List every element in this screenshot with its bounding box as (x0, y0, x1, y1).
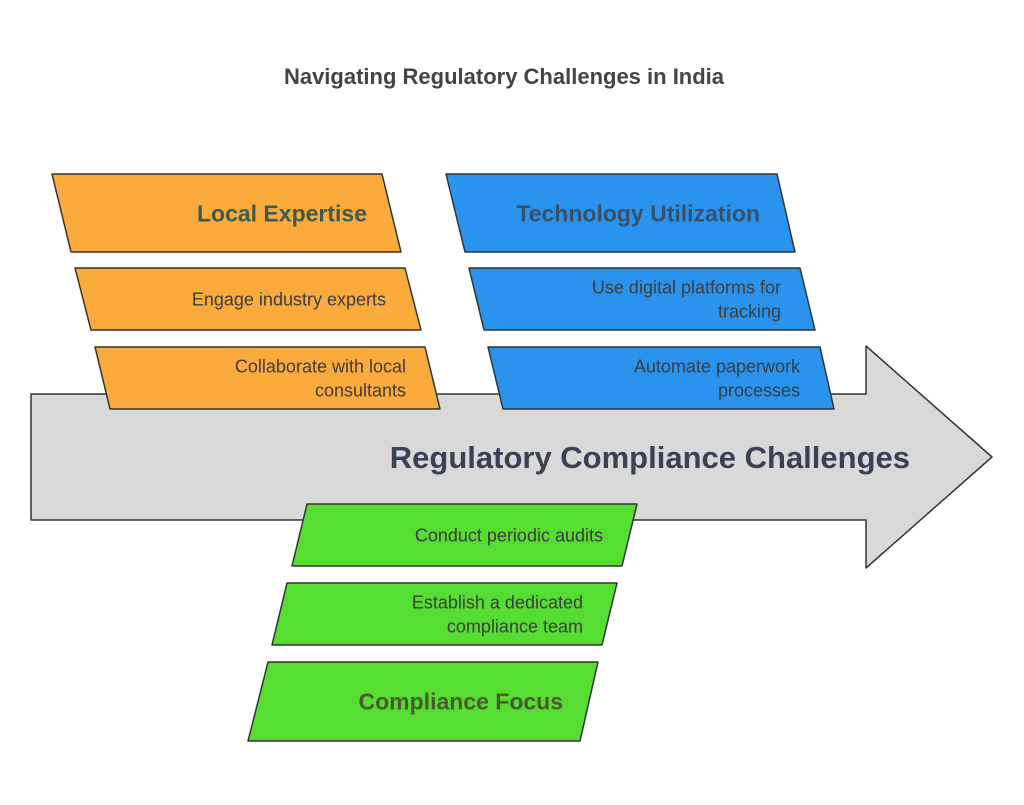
local-item-box-2 (94, 346, 441, 410)
technology-utilization-header-box (445, 173, 796, 253)
compliance-item-1: Conduct periodic audits (415, 525, 603, 545)
compliance-item-box-1 (291, 503, 638, 567)
tech-item-box-2 (487, 346, 835, 410)
spine-label: Regulatory Compliance Challenges (390, 440, 910, 475)
local-item-1: Engage industry experts (192, 289, 386, 309)
tech-item-box-1 (468, 267, 816, 331)
diagram-title: Navigating Regulatory Challenges in Indi… (283, 64, 725, 89)
local-expertise-header: Local Expertise (197, 200, 367, 226)
local-item-box-1 (74, 267, 422, 331)
local-expertise-header-box (51, 173, 402, 253)
compliance-focus-header-box (247, 661, 599, 742)
compliance-focus-header: Compliance Focus (359, 688, 563, 714)
technology-utilization-header: Technology Utilization (516, 200, 760, 226)
compliance-item-box-2 (271, 582, 618, 646)
